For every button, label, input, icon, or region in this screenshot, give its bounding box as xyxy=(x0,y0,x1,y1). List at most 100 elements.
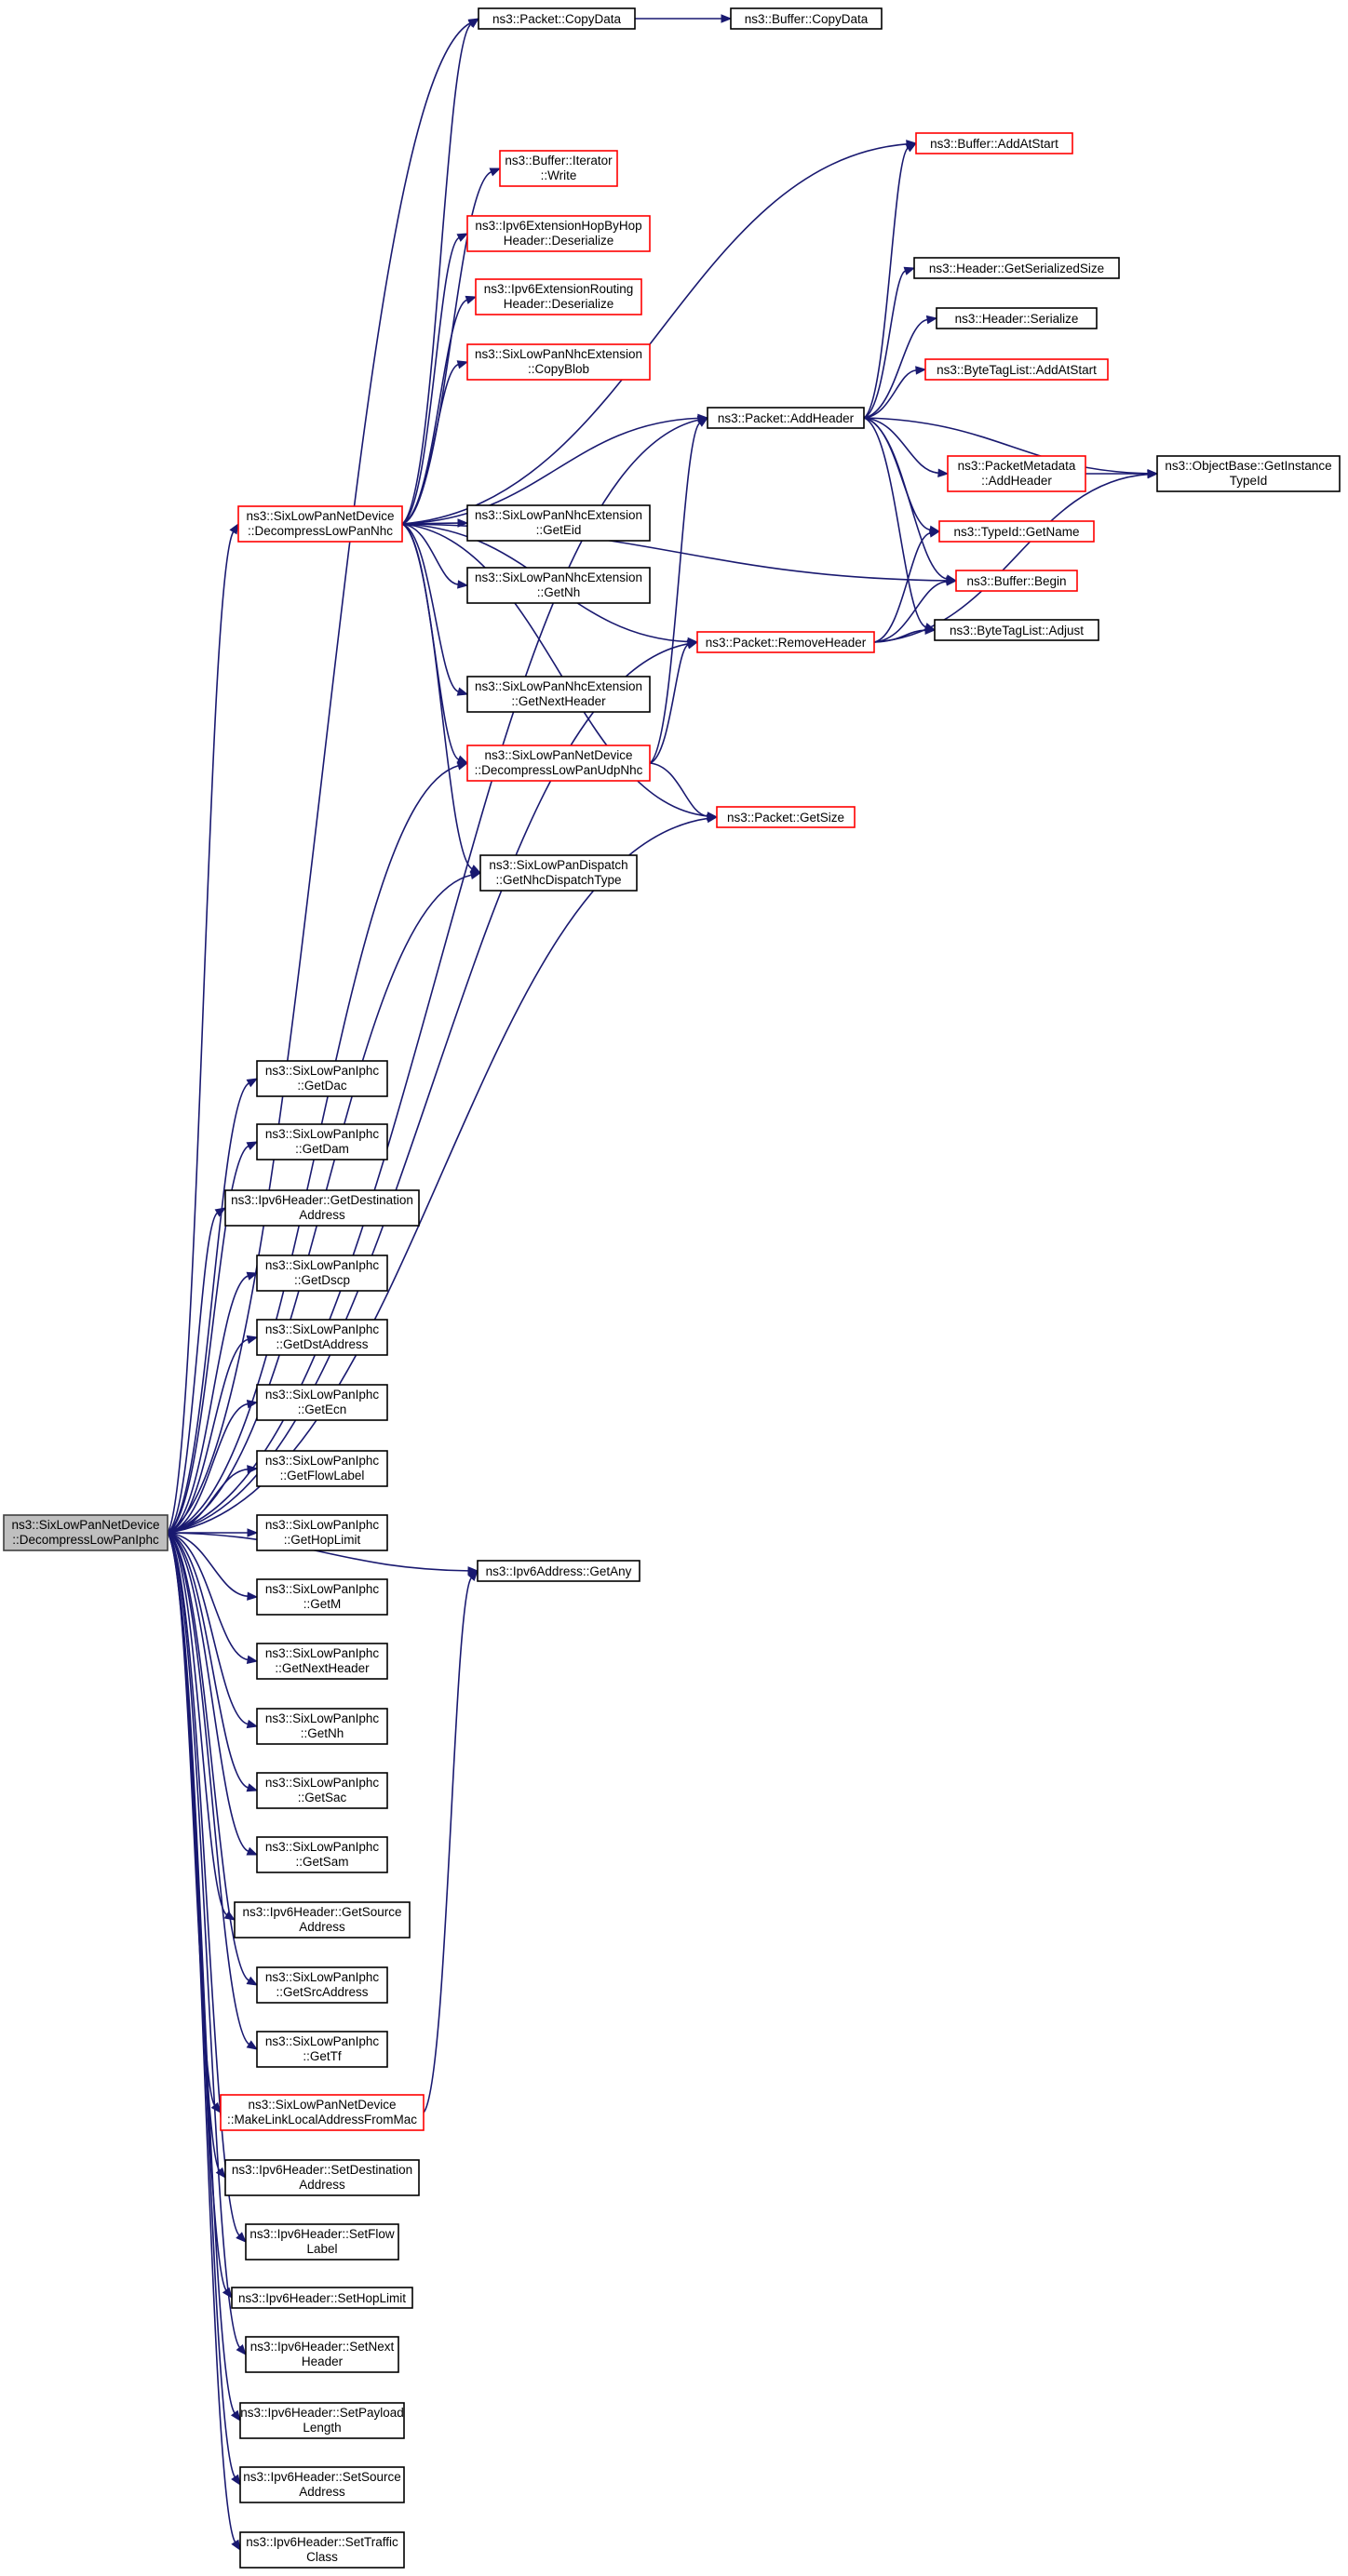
node-box xyxy=(220,2094,425,2131)
node-label: ::DecompressLowPanNhc xyxy=(248,524,393,538)
arrowhead xyxy=(246,2040,259,2050)
edge-packet-addheader-to-buffer-addatstart xyxy=(863,142,918,419)
node-routing-deserialize[interactable]: ns3::Ipv6ExtensionRoutingHeader::Deseria… xyxy=(475,278,642,315)
node-box xyxy=(915,132,1073,154)
edge-decompress-nhc-to-nhc-copyblob xyxy=(401,360,469,525)
node-hopbyhop-deserialize[interactable]: ns3::Ipv6ExtensionHopByHopHeader::Deseri… xyxy=(466,215,651,252)
node-box xyxy=(256,1643,388,1680)
node-label: ns3::SixLowPanIphc xyxy=(265,1388,380,1402)
edge-decompress-iphc-to-iphc-getdac xyxy=(167,1078,259,1534)
node-box xyxy=(936,307,1098,329)
arrowhead xyxy=(222,2287,233,2300)
node-label: ns3::ByteTagList::AddAtStart xyxy=(937,363,1097,377)
arrowhead xyxy=(236,2232,247,2243)
node-iphc-getnh: ns3::SixLowPanIphc::GetNh xyxy=(256,1708,388,1745)
node-label: ::GetEcn xyxy=(298,1402,347,1416)
node-box xyxy=(239,2466,405,2503)
edge-decompress-nhc-to-hopbyhop-deserialize xyxy=(401,233,469,525)
node-make-linklocal[interactable]: ns3::SixLowPanNetDevice::MakeLinkLocalAd… xyxy=(220,2094,425,2131)
node-buffer-begin[interactable]: ns3::Buffer::Begin xyxy=(955,570,1078,592)
arrowhead xyxy=(946,577,958,586)
edge-line xyxy=(401,523,473,870)
node-label: ::GetNextHeader xyxy=(275,1661,370,1675)
edge-line xyxy=(401,417,699,525)
arrowhead xyxy=(246,1719,259,1729)
node-box xyxy=(466,676,651,713)
edge-line xyxy=(873,473,1149,643)
node-nhc-copyblob[interactable]: ns3::SixLowPanNhcExtension::CopyBlob xyxy=(466,343,651,381)
node-label: ::GetSam xyxy=(295,1855,348,1869)
node-buffer-addatstart[interactable]: ns3::Buffer::AddAtStart xyxy=(915,132,1073,154)
node-packet-removeheader[interactable]: ns3::Packet::RemoveHeader xyxy=(696,631,875,653)
node-box xyxy=(245,2336,399,2373)
node-label: ns3::Ipv6Header::SetNext xyxy=(250,2340,395,2354)
node-label: ns3::SixLowPanIphc xyxy=(265,1258,380,1272)
node-bytetaglist-addatstart[interactable]: ns3::ByteTagList::AddAtStart xyxy=(924,358,1109,381)
node-packet-addheader: ns3::Packet::AddHeader xyxy=(707,407,865,429)
node-packetmetadata-addheader[interactable]: ns3::PacketMetadata::AddHeader xyxy=(947,455,1086,492)
node-label: Address xyxy=(299,2485,345,2499)
arrowhead xyxy=(246,1078,259,1088)
node-header-getserializedsize: ns3::Header::GetSerializedSize xyxy=(913,257,1120,279)
node-decompress-nhc[interactable]: ns3::SixLowPanNetDevice::DecompressLowPa… xyxy=(237,505,403,543)
node-label: ns3::SixLowPanNetDevice xyxy=(246,509,394,523)
node-box xyxy=(696,631,875,653)
node-box xyxy=(245,2223,399,2261)
arrowhead xyxy=(231,2474,241,2487)
node-decompress-udpnhc[interactable]: ns3::SixLowPanNetDevice::DecompressLowPa… xyxy=(466,745,651,782)
node-bytetaglist-adjust: ns3::ByteTagList::Adjust xyxy=(934,619,1099,641)
edge-decompress-iphc-to-iphc-getsrcaddress xyxy=(167,1532,259,1986)
arrowhead xyxy=(925,315,938,325)
edge-line xyxy=(167,22,471,1534)
node-box xyxy=(955,570,1078,592)
node-label: ns3::Ipv6Header::SetHopLimit xyxy=(238,2291,406,2305)
edge-line xyxy=(401,363,459,525)
node-nhc-getnextheader: ns3::SixLowPanNhcExtension::GetNextHeade… xyxy=(466,676,651,713)
edge-line xyxy=(167,1532,249,1661)
node-label: ns3::SixLowPanIphc xyxy=(265,1127,380,1141)
node-label: ::DecompressLowPanUdpNhc xyxy=(475,763,643,777)
node-label: ns3::Packet::RemoveHeader xyxy=(706,636,867,650)
node-box xyxy=(256,2031,388,2068)
node-label: ::GetDac xyxy=(297,1079,347,1093)
node-box xyxy=(913,257,1120,279)
arrowhead xyxy=(937,468,950,477)
node-label: Length xyxy=(303,2421,341,2435)
arrowhead xyxy=(467,1569,479,1581)
edge-decompress-udpnhc-to-packet-removeheader xyxy=(649,640,699,764)
node-dispatch-getnhctype: ns3::SixLowPanDispatch::GetNhcDispatchTy… xyxy=(479,854,638,892)
node-box xyxy=(256,1060,388,1097)
arrowhead xyxy=(707,812,719,821)
node-box xyxy=(924,358,1109,381)
edge-decompress-nhc-to-nhc-getnextheader xyxy=(401,523,469,696)
node-typeid-getname[interactable]: ns3::TypeId::GetName xyxy=(938,520,1095,543)
arrowhead xyxy=(246,1846,259,1856)
arrowhead xyxy=(686,640,699,650)
edge-line xyxy=(423,1576,472,2113)
arrowhead xyxy=(465,295,478,304)
edge-decompress-iphc-to-packet-copydata xyxy=(167,18,480,1534)
edge-packet-addheader-to-header-serialize xyxy=(863,315,938,419)
node-label: ns3::Ipv6Header::SetPayload xyxy=(240,2406,404,2420)
arrowhead xyxy=(915,366,927,375)
node-iphc-getflowlabel: ns3::SixLowPanIphc::GetFlowLabel xyxy=(256,1450,388,1487)
node-packet-getsize[interactable]: ns3::Packet::GetSize xyxy=(716,806,856,828)
node-box xyxy=(466,504,651,542)
arrowhead xyxy=(457,580,469,589)
edge-packet-addheader-to-bytetaglist-adjust xyxy=(863,417,937,632)
node-label: ::AddHeader xyxy=(981,474,1052,488)
node-label: ns3::SixLowPanNhcExtension xyxy=(475,570,642,584)
edge-decompress-iphc-to-iphc-getdam xyxy=(167,1141,259,1534)
node-iphc-getsam: ns3::SixLowPanIphc::GetSam xyxy=(256,1836,388,1873)
node-label: ns3::SixLowPanIphc xyxy=(265,1711,380,1725)
edge-packet-addheader-to-header-getserializedsize xyxy=(863,266,916,419)
node-box xyxy=(475,278,642,315)
node-buffer-iterator-write[interactable]: ns3::Buffer::Iterator::Write xyxy=(499,150,618,187)
node-box xyxy=(256,1836,388,1873)
arrowhead xyxy=(229,522,239,535)
arrowhead xyxy=(246,1655,259,1665)
node-label: Header::Deserialize xyxy=(504,297,614,311)
node-label: ns3::Ipv6Header::SetDestination xyxy=(232,2163,412,2177)
node-iphc-getdscp: ns3::SixLowPanIphc::GetDscp xyxy=(256,1254,388,1292)
node-box xyxy=(234,1901,411,1939)
